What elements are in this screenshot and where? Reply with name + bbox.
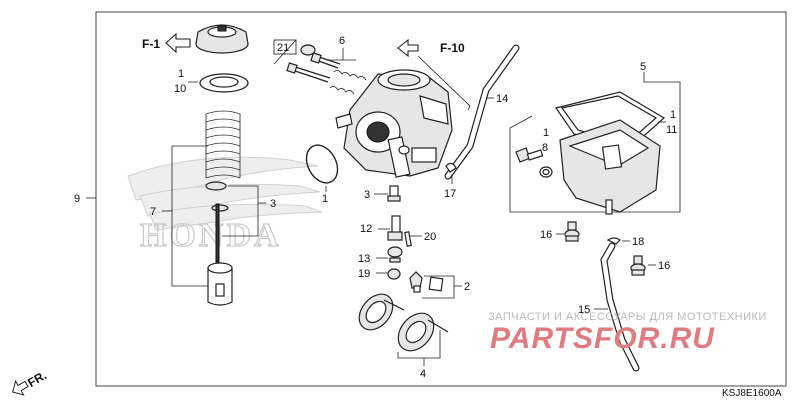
callout-21: 21	[277, 42, 289, 54]
callout-16-b: 16	[658, 260, 670, 272]
float-bowl-screw-a	[564, 221, 580, 242]
callout-1-c: 1	[670, 109, 676, 121]
callout-2: 2	[464, 281, 470, 293]
float-bowl-o-ring	[305, 144, 339, 184]
carburetor-body	[335, 69, 453, 178]
float-bowl-screw-b	[630, 255, 646, 276]
drain-tube-clip	[606, 237, 621, 245]
front-direction-indicator: FR.	[12, 368, 49, 396]
callout-19: 19	[358, 268, 370, 280]
diagram-code: KSJ8E1600A	[722, 388, 782, 399]
float-valve	[409, 271, 444, 293]
reference-f10: F-10	[397, 38, 465, 58]
callout-5: 5	[640, 61, 646, 73]
tube-clip	[445, 162, 457, 173]
front-label: FR.	[25, 368, 49, 390]
callout-7: 7	[150, 206, 156, 218]
callout-13: 13	[358, 253, 370, 265]
float-bowl	[559, 119, 661, 215]
overflow-tube	[444, 44, 520, 180]
ref-f10-label: F-10	[440, 41, 465, 55]
diagram-frame	[95, 11, 787, 387]
callout-1-b: 1	[322, 193, 328, 205]
ring-gasket	[199, 73, 249, 93]
needle-jet-holder	[387, 185, 401, 202]
callout-14: 14	[496, 93, 508, 105]
main-jet-assembly	[387, 215, 412, 280]
callout-1-d: 1	[543, 127, 549, 139]
ref-f1-label: F-1	[142, 37, 160, 51]
watermark-brand: PARTSFOR.RU	[490, 322, 715, 355]
honda-watermark-text: HONDA	[140, 217, 282, 254]
callout-17: 17	[444, 188, 456, 200]
throttle-valve	[207, 262, 233, 306]
honda-wing-watermark: HONDA	[127, 156, 323, 255]
callout-9: 9	[74, 193, 80, 205]
callout-3-a: 3	[270, 198, 276, 210]
float	[358, 293, 449, 352]
drain-tube	[600, 242, 640, 372]
ref-f1-arrow-icon	[165, 32, 191, 54]
callout-16-a: 16	[540, 229, 552, 241]
callout-12: 12	[360, 223, 372, 235]
callout-1-a: 1	[178, 68, 184, 80]
carburetor-top-cap	[195, 24, 249, 54]
jet-needle	[215, 203, 220, 263]
front-arrow-icon	[12, 379, 29, 396]
callout-3-b: 3	[364, 189, 370, 201]
drain-screw	[515, 147, 553, 178]
ref-f10-arrow-icon	[397, 38, 419, 58]
callout-4: 4	[420, 368, 426, 380]
screw-set	[273, 39, 367, 95]
callout-18: 18	[632, 236, 644, 248]
callout-6: 6	[339, 35, 345, 47]
callout-15: 15	[578, 304, 590, 316]
callout-11: 11	[666, 124, 677, 136]
callout-20: 20	[424, 231, 436, 243]
callout-10: 10	[174, 83, 186, 95]
reference-f1: F-1	[142, 32, 191, 54]
watermark-top-text: ЗАПЧАСТИ И АКСЕССУАРЫ ДЛЯ МОТОТЕХНИКИ	[488, 311, 767, 323]
callout-8: 8	[542, 142, 548, 154]
